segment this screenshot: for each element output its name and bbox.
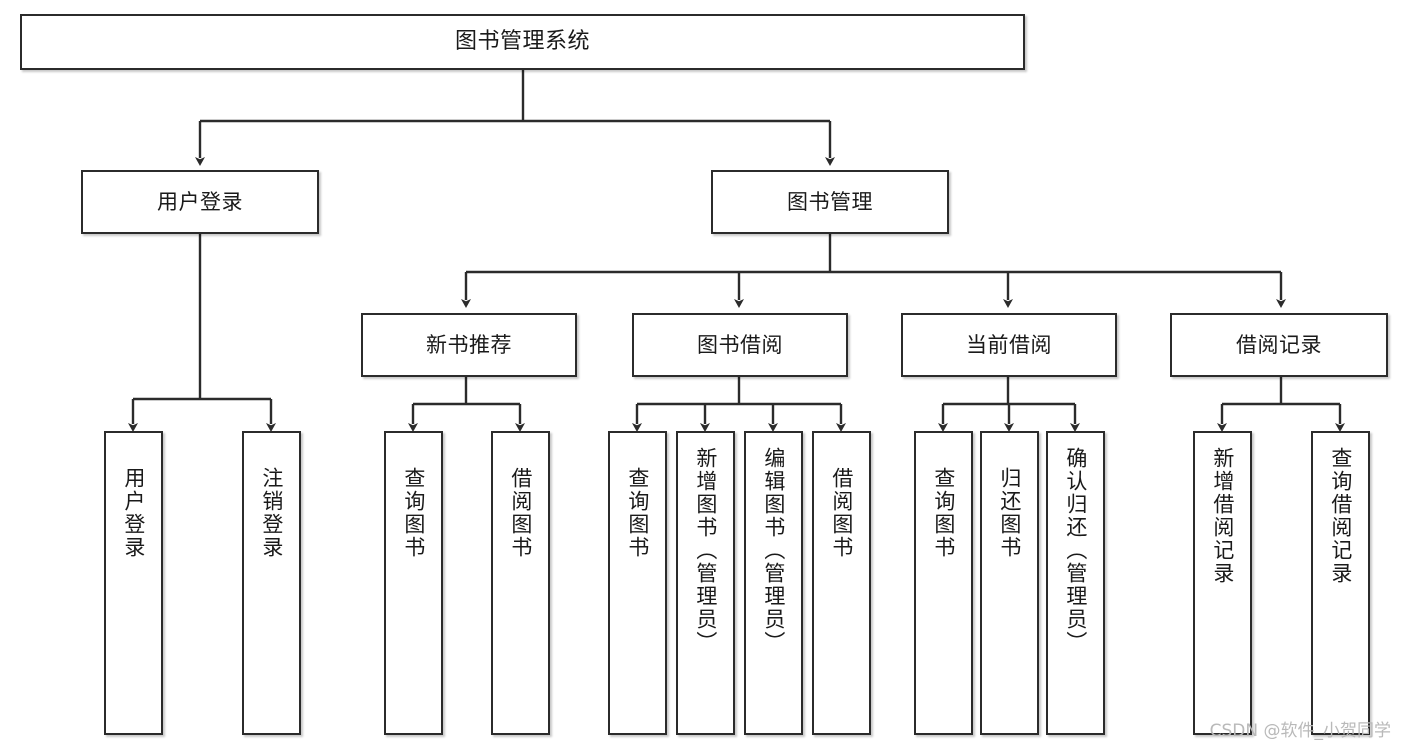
node-leaf-query-book-1-label: 查询图书 <box>401 467 426 559</box>
node-leaf-add-record[interactable]: 新增借阅记录 <box>1193 431 1252 735</box>
node-user-login[interactable]: 用户登录 <box>81 170 319 234</box>
node-new-book-rec-label: 新书推荐 <box>426 332 512 357</box>
node-leaf-logout[interactable]: 注销登录 <box>242 431 301 735</box>
node-leaf-borrow-book-1-label: 借阅图书 <box>508 467 533 559</box>
node-leaf-add-record-label: 新增借阅记录 <box>1210 447 1235 585</box>
node-leaf-user-login[interactable]: 用户登录 <box>104 431 163 735</box>
node-leaf-query-record-label: 查询借阅记录 <box>1328 447 1353 585</box>
node-leaf-edit-book-label: 编辑图书（管理员） <box>761 447 786 654</box>
node-leaf-query-book-3[interactable]: 查询图书 <box>914 431 973 735</box>
node-leaf-confirm-return-label: 确认归还（管理员） <box>1063 447 1088 654</box>
node-root-label: 图书管理系统 <box>454 29 590 54</box>
node-leaf-borrow-book-1[interactable]: 借阅图书 <box>491 431 550 735</box>
node-new-book-rec[interactable]: 新书推荐 <box>361 313 577 377</box>
node-leaf-return-book[interactable]: 归还图书 <box>980 431 1039 735</box>
node-borrow-record[interactable]: 借阅记录 <box>1170 313 1388 377</box>
node-leaf-confirm-return[interactable]: 确认归还（管理员） <box>1046 431 1105 735</box>
node-leaf-edit-book[interactable]: 编辑图书（管理员） <box>744 431 803 735</box>
node-leaf-borrow-book-2[interactable]: 借阅图书 <box>812 431 871 735</box>
node-leaf-return-book-label: 归还图书 <box>997 467 1022 559</box>
node-leaf-query-book-1[interactable]: 查询图书 <box>384 431 443 735</box>
node-borrow-record-label: 借阅记录 <box>1236 332 1322 357</box>
node-leaf-query-book-2[interactable]: 查询图书 <box>608 431 667 735</box>
node-current-borrow-label: 当前借阅 <box>966 332 1052 357</box>
node-current-borrow[interactable]: 当前借阅 <box>901 313 1117 377</box>
node-leaf-add-book-label: 新增图书（管理员） <box>693 447 718 654</box>
node-leaf-borrow-book-2-label: 借阅图书 <box>829 467 854 559</box>
node-book-manage-label: 图书管理 <box>787 189 873 214</box>
node-book-borrow-label: 图书借阅 <box>697 332 783 357</box>
node-leaf-logout-label: 注销登录 <box>259 467 284 559</box>
node-leaf-query-book-3-label: 查询图书 <box>931 467 956 559</box>
node-root[interactable]: 图书管理系统 <box>20 14 1025 70</box>
node-leaf-query-book-2-label: 查询图书 <box>625 467 650 559</box>
node-leaf-query-record[interactable]: 查询借阅记录 <box>1311 431 1370 735</box>
watermark-text: CSDN @软件_小贺同学 <box>1209 721 1391 741</box>
node-user-login-label: 用户登录 <box>157 189 243 214</box>
node-leaf-add-book[interactable]: 新增图书（管理员） <box>676 431 735 735</box>
node-leaf-user-login-label: 用户登录 <box>121 467 146 559</box>
node-book-borrow[interactable]: 图书借阅 <box>632 313 848 377</box>
node-book-manage[interactable]: 图书管理 <box>711 170 949 234</box>
